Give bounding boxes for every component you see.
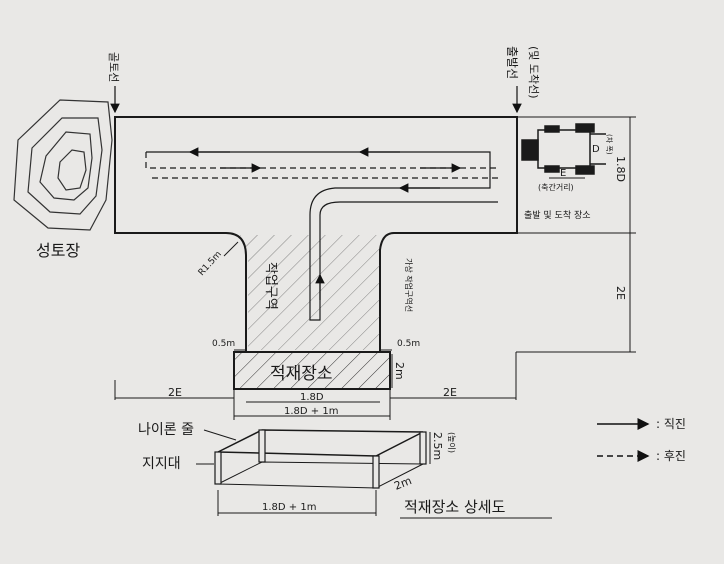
half-m-right: 0.5m (397, 339, 420, 349)
detail-box (217, 429, 424, 489)
tractor-axle-label: (축간거리) (538, 182, 574, 192)
detail-title: 적재장소 상세도 (404, 498, 506, 516)
work-area-hatch (240, 235, 384, 350)
detail-posts (214, 429, 427, 489)
mound-contour (13, 99, 113, 231)
start-line-paren: (및 도착선) (527, 46, 540, 99)
detail-rope-label: 나이론 줄 (138, 422, 194, 438)
tractor-d-label: D (592, 144, 600, 155)
dim-18d-plus: 1.8D + 1m (284, 406, 338, 417)
start-line-label: 출발선 (505, 46, 519, 79)
dim-2e-left: 2E (168, 386, 182, 399)
radius-label: R1.5m (197, 250, 224, 278)
virtual-area-label: 가상 작업구역선 (404, 258, 414, 312)
legend-forward-label: : 직진 (656, 417, 686, 431)
half-m-left: 0.5m (212, 339, 235, 349)
mound-label: 성토장 (36, 241, 80, 260)
tractor-width-label: (차 폭) (605, 134, 614, 155)
detail-height-note: (높이) (447, 432, 457, 453)
start-area-label: 출발 및 도착 장소 (524, 209, 591, 221)
work-area-label: 작업구역 (263, 262, 278, 310)
detail-depth-label: 2m (392, 474, 413, 493)
path-lines (145, 151, 500, 321)
finish-line-label: 골토선 (107, 52, 120, 82)
dim-18d: 1.8D (300, 392, 324, 403)
dim-18d-right: 1.8D (614, 156, 627, 182)
detail-height-label: 2.5m (431, 432, 444, 460)
detail-post-label: 지지대 (142, 456, 181, 472)
dim-2e-vertical: 2E (614, 286, 627, 300)
loading-area-box (233, 351, 391, 390)
legend-reverse-label: : 후진 (656, 449, 686, 463)
detail-width-label: 1.8D + 1m (262, 502, 316, 513)
tractor-icon (521, 123, 606, 175)
dim-2e-right: 2E (443, 386, 457, 399)
tractor-e-label: E (560, 168, 566, 179)
two-m-label: 2m (393, 362, 406, 380)
loading-area-label: 적재장소 (270, 364, 333, 384)
